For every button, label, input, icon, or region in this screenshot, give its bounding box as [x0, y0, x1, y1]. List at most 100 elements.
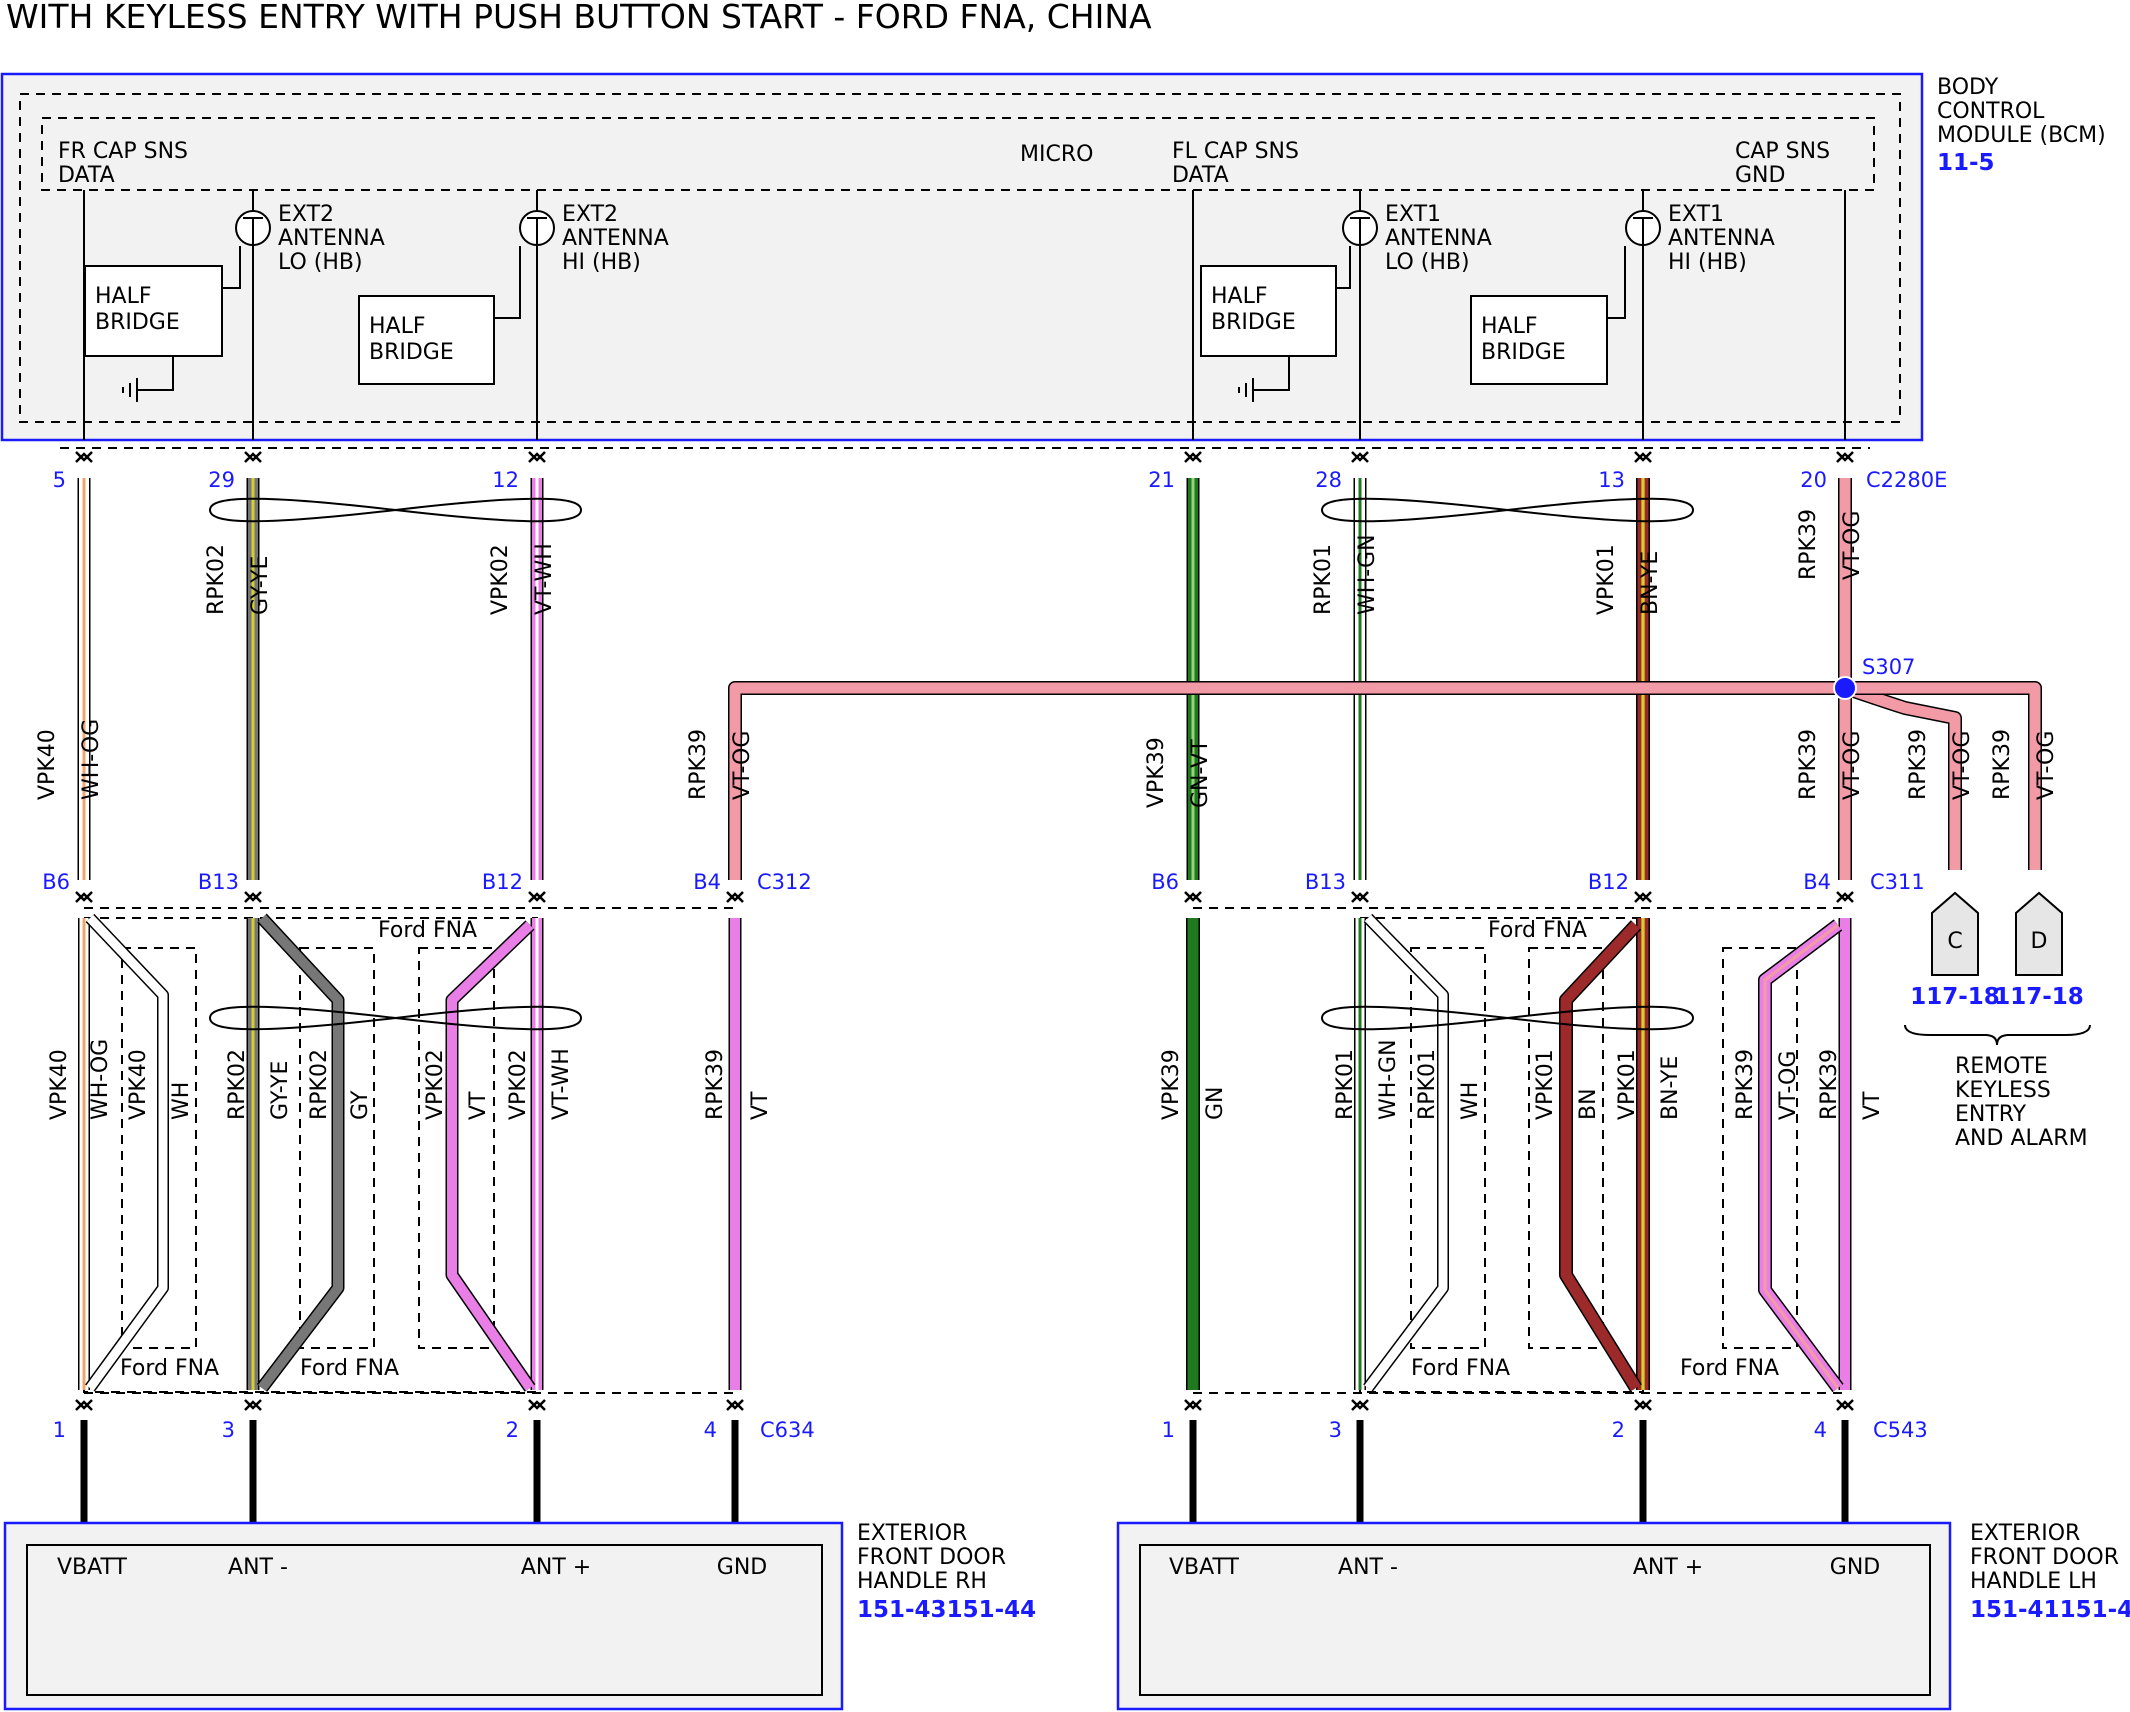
ext1-lo-label: LO (HB) — [1385, 250, 1470, 275]
ext2-lo-label: ANTENNA — [278, 226, 385, 251]
ford-fna-label: Ford FNA — [120, 1356, 219, 1381]
handle-rh-pin-1: ANT - — [228, 1555, 288, 1580]
inline-pin-arrow-b — [75, 892, 93, 903]
ext2-hi-label: HI (HB) — [562, 250, 641, 275]
lbl-rpk39-bcm-circuit: RPK39 — [1796, 509, 1821, 580]
lo-vtog-color: VT-OG — [1776, 1051, 1801, 1120]
bcm-pin-number: 28 — [1315, 468, 1342, 492]
lo-vpk01b-circuit: VPK01 — [1615, 1049, 1640, 1120]
cap-sns-gnd-label: GND — [1735, 163, 1785, 188]
inline-pin-arrow — [244, 891, 262, 902]
half-bridge-1-label: HALF — [95, 284, 152, 309]
ford-fna-sub-1 — [121, 947, 197, 1349]
lo-gy-color: GY — [348, 1090, 373, 1120]
inline-pin-arrow-b — [1351, 892, 1369, 903]
bcm-name: MODULE (BCM) — [1937, 123, 2106, 148]
bcm-pin-arrow — [1836, 451, 1854, 462]
lo-rpk01b-circuit: RPK01 — [1415, 1049, 1440, 1120]
half-bridge-4-link — [1607, 246, 1626, 319]
ford-fna-label: Ford FNA — [378, 918, 477, 943]
inline-pin-arrow-b — [1836, 892, 1854, 903]
bottom-pin-arrow — [1184, 1399, 1202, 1410]
inline-pin-arrow — [1184, 891, 1202, 902]
lo-wh2-color: WH — [1458, 1082, 1483, 1120]
twist-lower-lh — [1320, 1005, 1695, 1031]
inline-pin-number: B12 — [482, 870, 523, 894]
lo-wh-color: WH — [169, 1082, 194, 1120]
bcm-pin-arrow — [1184, 451, 1202, 462]
wire-vpk40-wh — [86, 914, 168, 1391]
handle-lh-pin-3: GND — [1830, 1555, 1880, 1580]
lbl-vpk40-circuit: VPK40 — [35, 729, 60, 800]
c634-label: C634 — [760, 1418, 815, 1442]
bottom-pin-number: 2 — [506, 1418, 519, 1442]
ford-fna-sub-3 — [418, 947, 495, 1349]
bcm-pin-number: 5 — [53, 468, 66, 492]
inline-pin-arrow — [1836, 891, 1854, 902]
wire-rpk39-bus-outline — [728, 681, 1845, 880]
bottom-pin-arrow — [528, 1399, 546, 1410]
offpage-c-ref: 117-18 — [1910, 984, 2000, 1010]
c543-label: C543 — [1873, 1418, 1928, 1442]
bcm-pin-arrow — [528, 451, 546, 462]
twist-upper-lh — [1320, 497, 1695, 523]
lbl-rpk02-color: GY-YE — [248, 556, 273, 615]
bottom-pin-arrow-b — [726, 1400, 744, 1411]
ext1-hi-label: ANTENNA — [1668, 226, 1775, 251]
lbl-rpk39-d-color: VT-OG — [2034, 731, 2059, 800]
bottom-pin-number: 4 — [704, 1418, 717, 1442]
bottom-pin-arrow-b — [1351, 1400, 1369, 1411]
bcm-pin-arrow — [1634, 451, 1652, 462]
inline-pin-arrow — [75, 891, 93, 902]
lbl-rpk39-c311-circuit: RPK39 — [1796, 729, 1821, 800]
wire-rpk39-vtog — [1759, 920, 1843, 1392]
ext1-hi-label: EXT1 — [1668, 202, 1724, 227]
c312-label: C312 — [757, 870, 812, 894]
handle-lh-name: FRONT DOOR — [1970, 1545, 2119, 1570]
fr-cap-sns-label: DATA — [58, 163, 115, 188]
half-bridge-4-box — [1470, 295, 1608, 385]
half-bridge-3-box — [1200, 265, 1337, 357]
micro-dashed — [41, 117, 1875, 191]
ford-fna-sub-4 — [1410, 947, 1486, 1349]
bcm-pin-number: 20 — [1800, 468, 1827, 492]
half-bridge-4-label: BRIDGE — [1481, 340, 1566, 365]
c311-label: C311 — [1870, 870, 1925, 894]
inline-pin-number: B12 — [1588, 870, 1629, 894]
lo-whgn-color: WH-GN — [1376, 1039, 1401, 1120]
lo-gyye-color: GY-YE — [268, 1061, 293, 1120]
bottom-pin-number: 4 — [1814, 1418, 1827, 1442]
ford-fna-label: Ford FNA — [300, 1356, 399, 1381]
bcm-pin-number: 29 — [208, 468, 235, 492]
bottom-pin-arrow — [726, 1399, 744, 1410]
lo-bnye-color: BN-YE — [1658, 1056, 1683, 1120]
ext1-hi-label: HI (HB) — [1668, 250, 1747, 275]
bottom-pin-number: 1 — [53, 1418, 66, 1442]
lo-rpk01-circuit: RPK01 — [1333, 1049, 1358, 1120]
lbl-vpk02-circuit: VPK02 — [488, 544, 513, 615]
handle-lh-inner — [1139, 1544, 1931, 1696]
bottom-pin-arrow — [75, 1399, 93, 1410]
twist-upper-rh — [208, 497, 583, 523]
lo-vpk40-circuit: VPK40 — [47, 1049, 72, 1120]
lo-rpk39b-circuit: RPK39 — [1733, 1049, 1758, 1120]
bcm-pin-number: 12 — [492, 468, 519, 492]
handle-rh-name: FRONT DOOR — [857, 1545, 1006, 1570]
lo-gn-color: GN — [1203, 1086, 1228, 1120]
lo-whog-color: WH-OG — [88, 1039, 113, 1120]
bcm-pin-arrow — [75, 451, 93, 462]
bcm-pin-arrow-b — [1836, 452, 1854, 463]
lo-vpk39-circuit: VPK39 — [1159, 1049, 1184, 1120]
lo-vpk01-circuit: VPK01 — [1533, 1049, 1558, 1120]
lbl-rpk01-circuit: RPK01 — [1311, 544, 1336, 615]
lbl-vpk02-color: VT-WH — [532, 543, 557, 615]
ford-fna-sub-6 — [1722, 947, 1798, 1349]
offpage-c-icon — [1931, 891, 1979, 976]
bcm-pin-arrow-b — [1634, 452, 1652, 463]
bottom-pin-arrow-b — [1184, 1400, 1202, 1411]
bottom-pin-arrow — [1836, 1399, 1854, 1410]
bottom-pin-arrow — [1634, 1399, 1652, 1410]
remote-keyless-label: ENTRY — [1955, 1102, 2027, 1127]
offpage-d-icon — [2015, 891, 2063, 976]
lbl-vpk39-circuit: VPK39 — [1144, 737, 1169, 808]
